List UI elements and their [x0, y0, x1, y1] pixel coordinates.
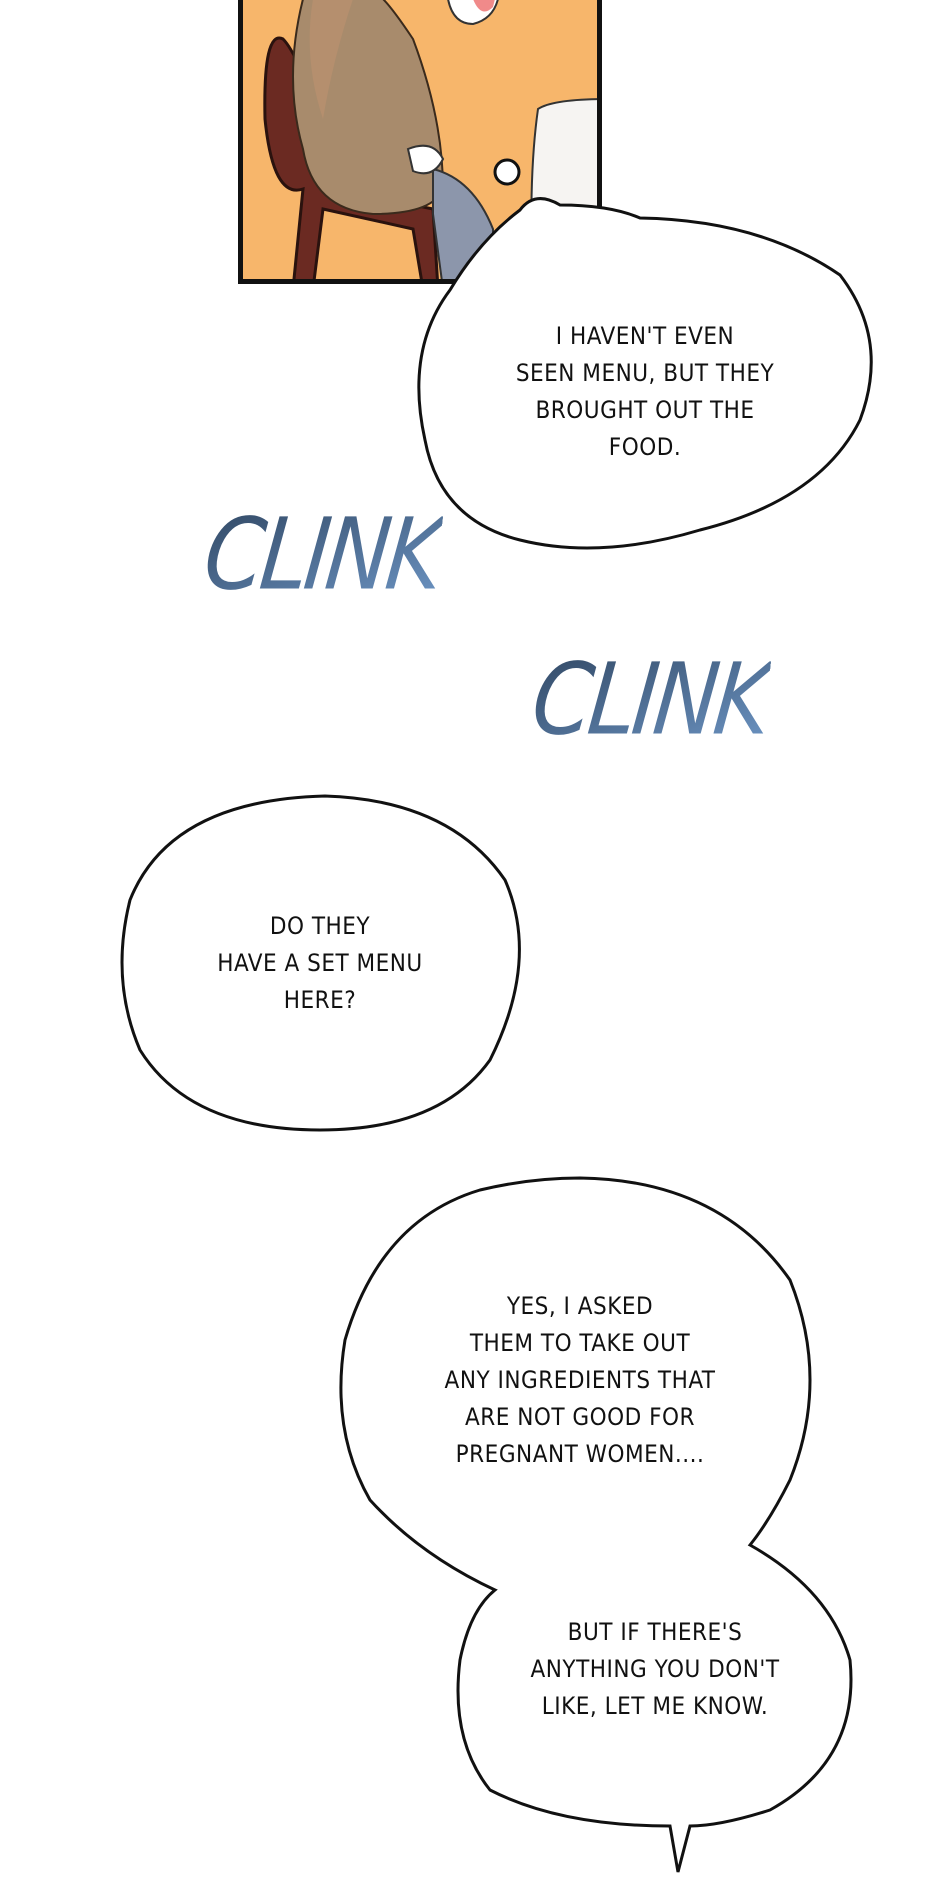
- sound-effect-clink-1: CLINK: [198, 497, 446, 613]
- bubble-line: seen menu, but they: [515, 359, 775, 387]
- bubble-line: Do they: [269, 912, 371, 940]
- bubble-text-4: But if there's anything you don't like, …: [510, 1614, 800, 1725]
- bubble-line: But if there's: [567, 1618, 743, 1646]
- bubble-line: any ingredients that: [444, 1366, 716, 1394]
- bubble-line: Yes, I asked: [506, 1292, 654, 1320]
- bubble-line: are not good for: [464, 1403, 696, 1431]
- bubble-line: I haven't even: [555, 322, 735, 350]
- speech-bubble-2: [120, 794, 521, 1132]
- thought-dot: [493, 158, 521, 186]
- thought-bubble-1: [417, 197, 873, 550]
- speech-bubble-3: [339, 1176, 853, 1873]
- bubble-line: here?: [283, 986, 357, 1014]
- bubble-line: pregnant women....: [455, 1440, 705, 1468]
- sound-effect-clink-2: CLINK: [526, 642, 774, 758]
- bubble-line: have a set menu: [217, 949, 423, 977]
- bubble-line: brought out the: [535, 396, 755, 424]
- bubble-line: food.: [608, 433, 682, 461]
- bubble-text-1: I haven't even seen menu, but they broug…: [500, 318, 790, 466]
- bubble-line: like, let me know.: [541, 1692, 769, 1720]
- bubble-line: them to take out: [469, 1329, 691, 1357]
- bubble-text-2: Do they have a set menu here?: [180, 908, 460, 1019]
- bubble-text-3: Yes, I asked them to take out any ingred…: [430, 1288, 730, 1473]
- bubble-line: anything you don't: [530, 1655, 780, 1683]
